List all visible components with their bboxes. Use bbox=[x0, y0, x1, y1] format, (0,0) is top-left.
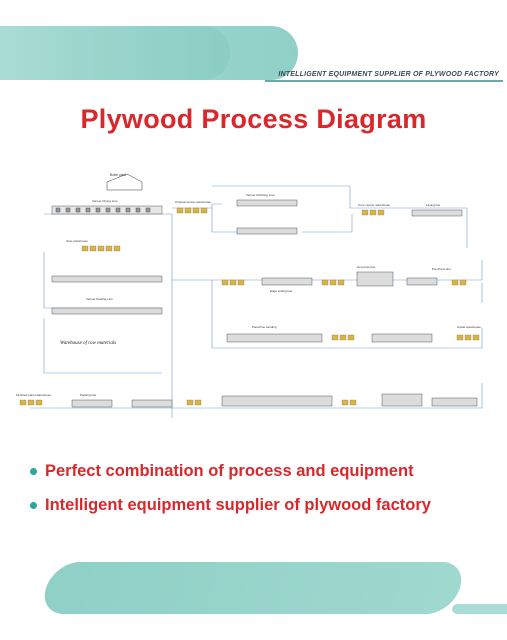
machine-sanding-line-2 bbox=[371, 333, 433, 343]
machine-packing-line bbox=[71, 399, 113, 408]
label-original-veneer: Original veneer warehouse bbox=[175, 200, 211, 204]
label-peeling-line: Veneer Peeling Line bbox=[86, 297, 113, 301]
label-laying-line: Laying line bbox=[426, 203, 441, 207]
label-finished-warehouse: Finished panel warehouse bbox=[16, 393, 51, 397]
flow-line bbox=[302, 214, 353, 233]
bullet-dot-icon bbox=[30, 501, 37, 509]
machine-pre-press-2 bbox=[431, 397, 478, 407]
bullet-text: Perfect combination of process and equip… bbox=[45, 461, 414, 480]
flow-line bbox=[212, 185, 468, 248]
label-veneer-drying: Veneer Drying Line bbox=[92, 199, 118, 203]
flow-line bbox=[43, 318, 162, 374]
header-banner bbox=[0, 26, 298, 80]
page-title: Plywood Process Diagram bbox=[80, 104, 427, 134]
flow-line bbox=[44, 213, 173, 418]
label-hot-press: Hot press line bbox=[357, 265, 376, 269]
machine-splicing-1 bbox=[236, 199, 298, 207]
label-edge-trimming: Edge cutting line bbox=[270, 289, 293, 293]
label-packing-line: Packing line bbox=[80, 393, 97, 397]
machine-splicing-2 bbox=[236, 227, 298, 235]
machine-hot-press bbox=[356, 271, 394, 287]
label-boiler: Boiler plant bbox=[110, 173, 126, 177]
label-glue-warehouse: Glue warehouse bbox=[66, 239, 88, 243]
flow-line bbox=[30, 383, 483, 409]
boiler-building bbox=[106, 173, 143, 191]
label-pre-press: Pre-Press line bbox=[432, 267, 451, 271]
header-rule bbox=[265, 80, 503, 82]
label-veneer-splicing: Veneer Patching Line bbox=[246, 193, 275, 197]
machine-laying-line bbox=[411, 209, 463, 217]
bullet-dot-icon bbox=[30, 467, 37, 475]
machine-sanding-bottom bbox=[221, 395, 333, 407]
header-tagline: INTELLIGENT EQUIPMENT SUPPLIER OF PLYWOO… bbox=[278, 71, 499, 78]
label-core-veneer: Core veneer warehouse bbox=[358, 203, 390, 207]
footer-strip bbox=[452, 604, 507, 614]
process-diagram: Boiler plant Veneer Drying Line Glue war… bbox=[12, 168, 495, 438]
flow-line bbox=[172, 203, 222, 209]
label-raw-materials: Warehouse of raw materials bbox=[60, 341, 116, 346]
machine-peeling-line-2 bbox=[51, 307, 163, 315]
machine-sanding-line bbox=[226, 333, 323, 343]
bullet-item: Intelligent equipment supplier of plywoo… bbox=[30, 490, 431, 520]
label-grade-warehouse: Grade warehouse bbox=[457, 325, 481, 329]
machine-pre-press bbox=[406, 277, 438, 286]
bullet-text: Intelligent equipment supplier of plywoo… bbox=[45, 495, 431, 514]
machine-edge-cutting bbox=[261, 277, 313, 286]
header-banner-shade bbox=[0, 26, 230, 80]
machine-hot-press-2 bbox=[381, 393, 423, 407]
flow-line bbox=[211, 208, 237, 233]
footer-banner bbox=[39, 562, 467, 614]
machine-peeling-line-1 bbox=[51, 275, 163, 283]
bullet-item: Perfect combination of process and equip… bbox=[30, 456, 431, 486]
flow-line bbox=[172, 279, 483, 349]
bullet-list: Perfect combination of process and equip… bbox=[30, 456, 431, 524]
label-sanding: Panel line sanding bbox=[252, 325, 277, 329]
